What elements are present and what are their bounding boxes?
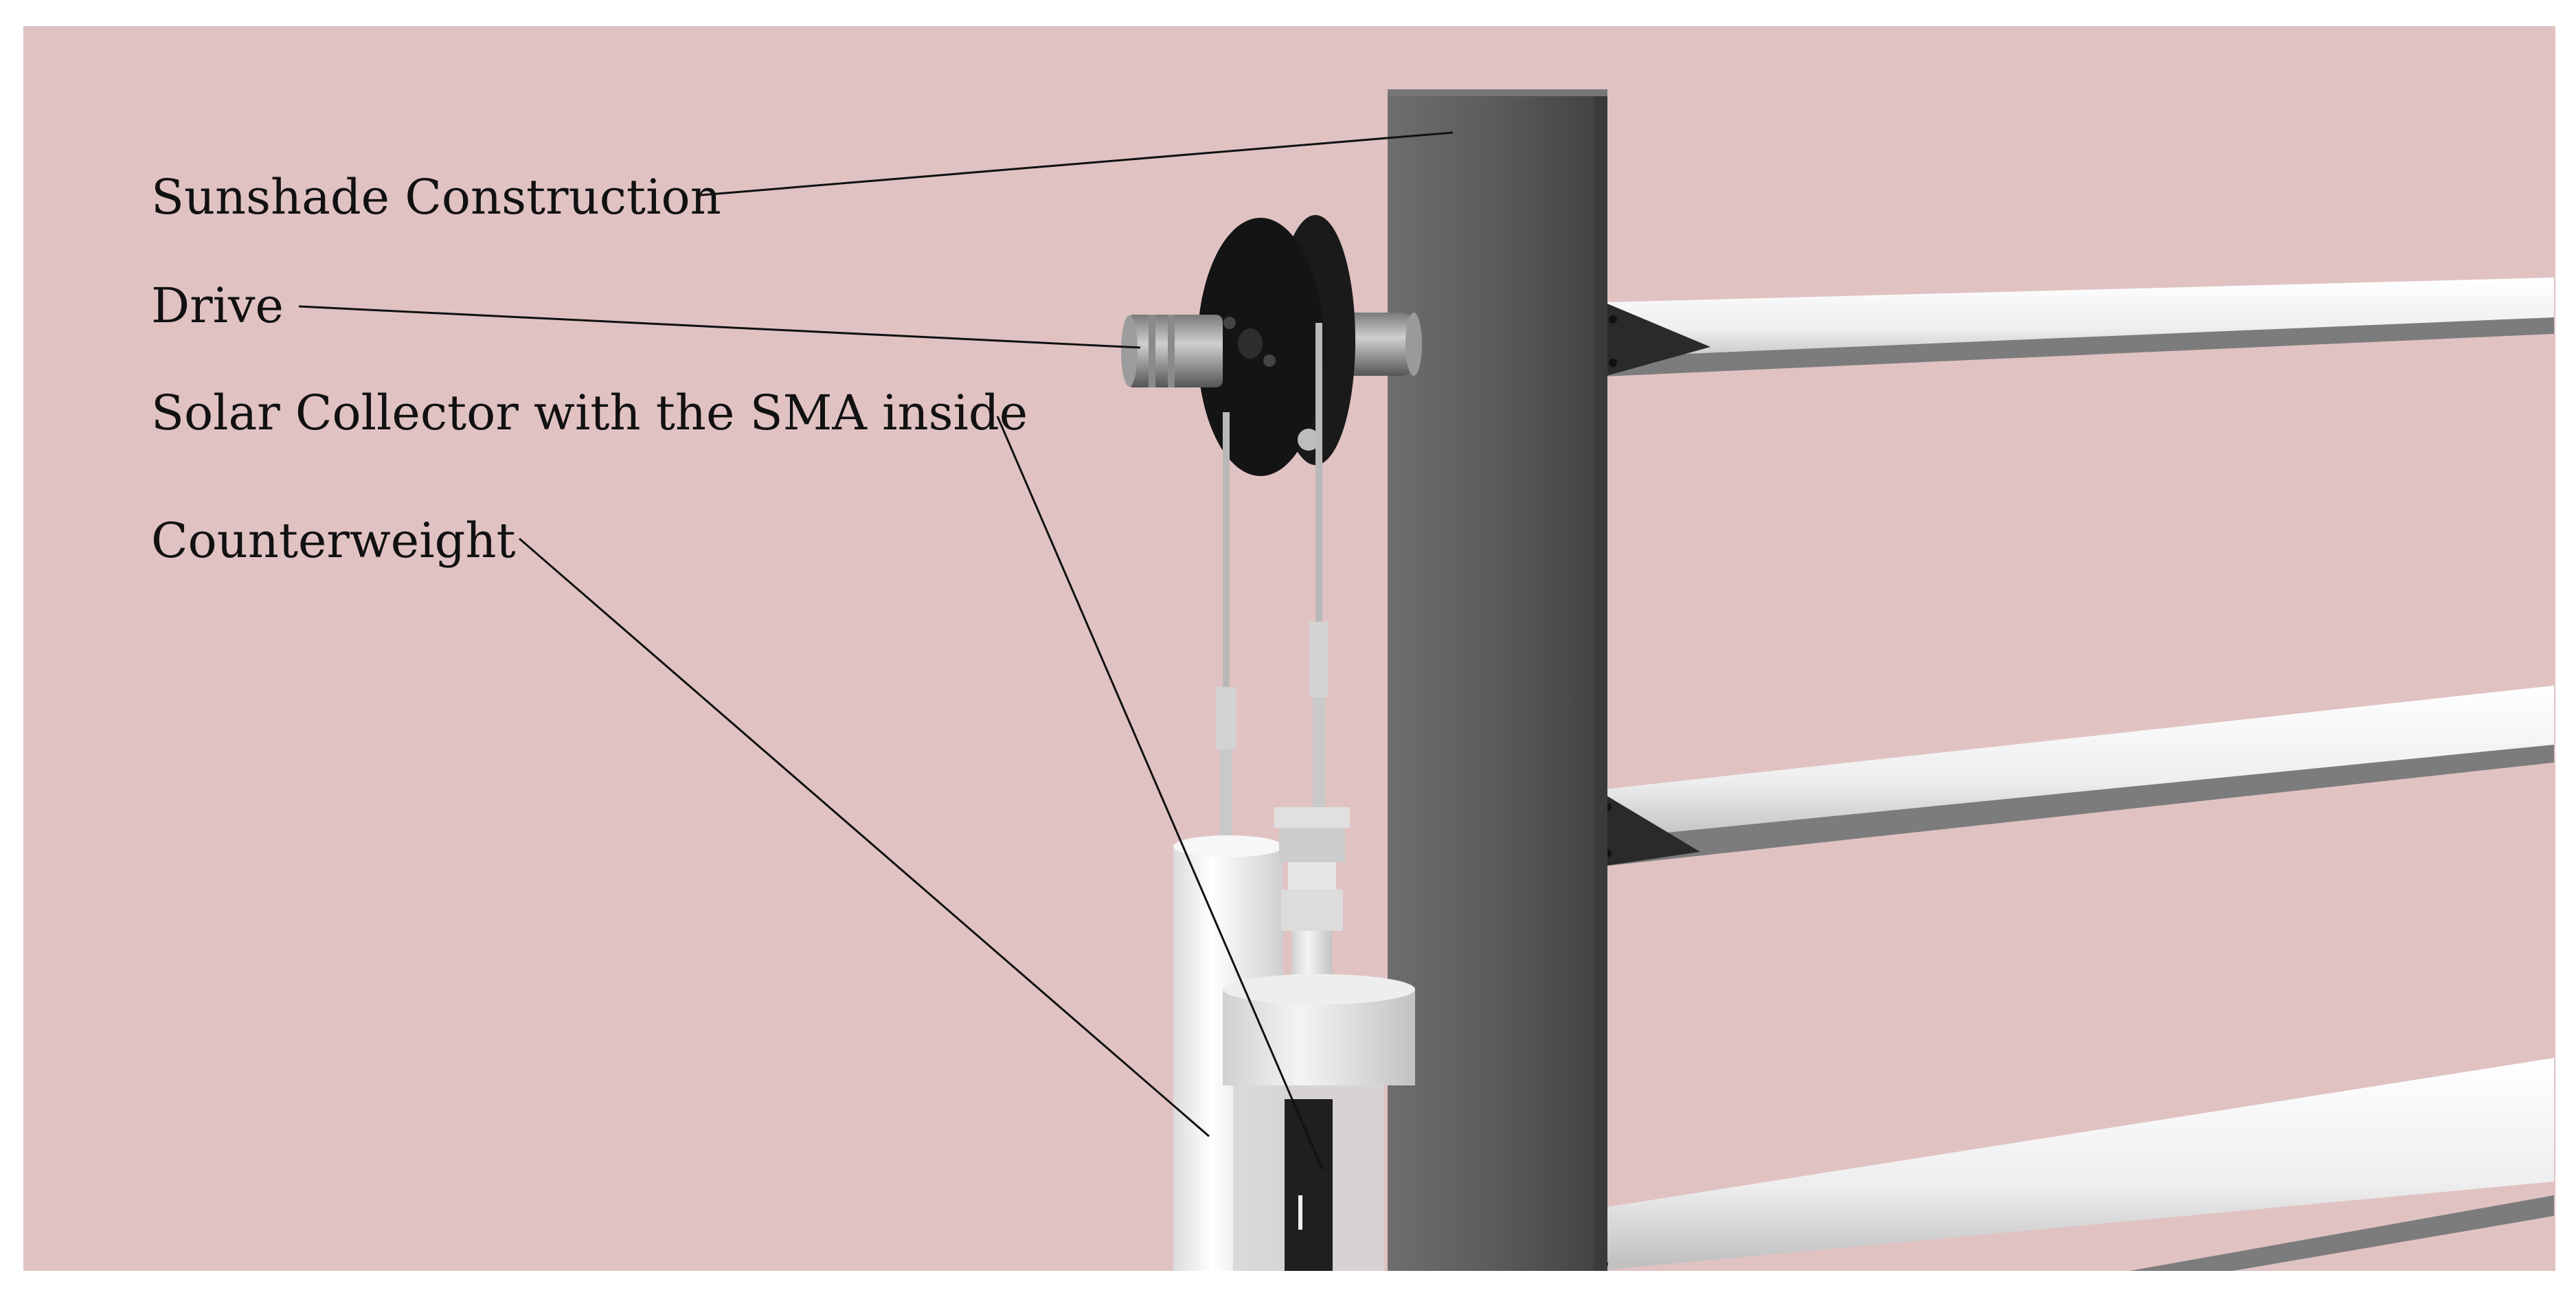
leader-line-drive <box>298 305 1141 349</box>
sunshade-post <box>1388 89 1607 1271</box>
leader-line-counterweight <box>519 537 1210 1138</box>
label-solar-collector: Solar Collector with the SMA inside <box>151 385 1028 441</box>
louver-blade-top <box>1604 278 2554 376</box>
louver-blade-middle <box>1597 686 2554 867</box>
label-counterweight: Counterweight <box>151 512 516 569</box>
label-drive: Drive <box>151 278 284 334</box>
label-sunshade-construction: Sunshade Construction <box>151 169 721 225</box>
leader-lines <box>298 131 1454 1170</box>
solar-collector <box>1223 807 1415 1271</box>
cable-right <box>1309 323 1329 807</box>
cable-left <box>1216 412 1236 845</box>
leader-line-sunshade <box>700 131 1454 196</box>
leader-line-solar <box>996 416 1324 1170</box>
drive-knob <box>1121 315 1223 387</box>
